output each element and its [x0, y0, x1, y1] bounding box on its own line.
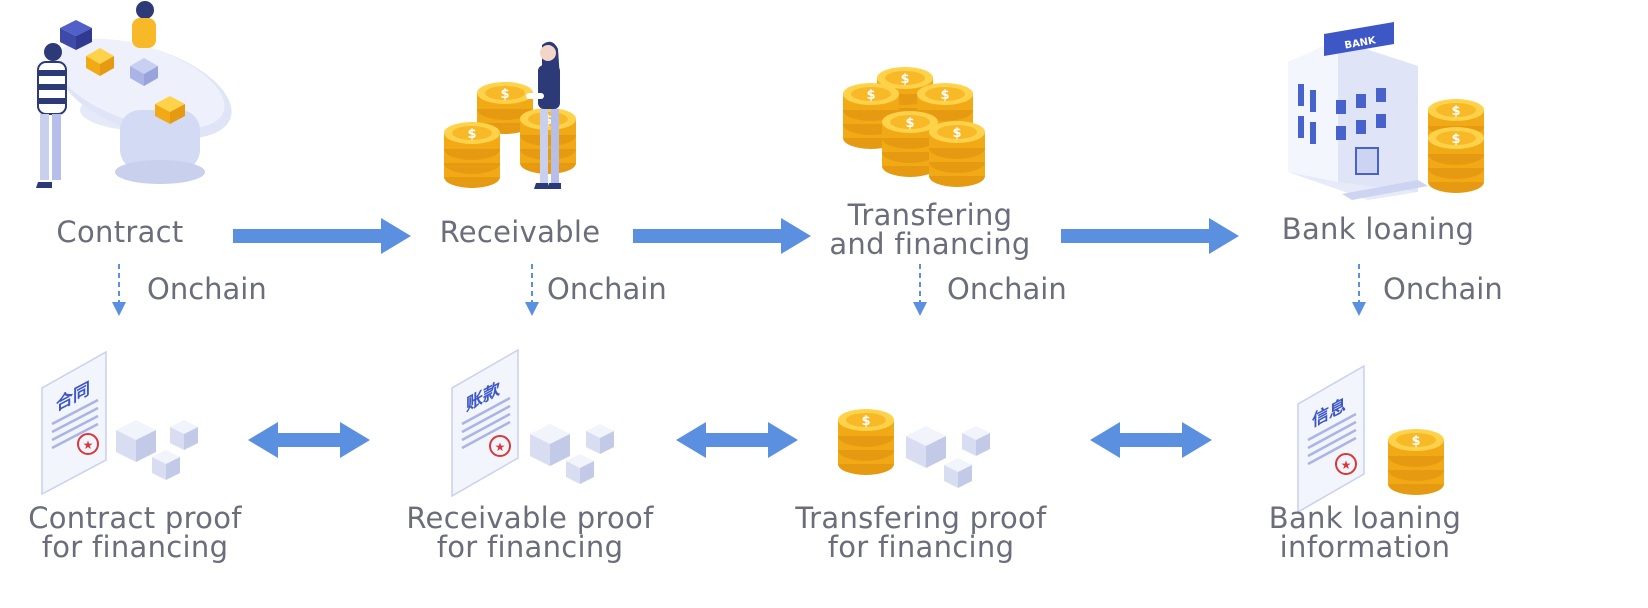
receivable-label: Receivable [439, 215, 601, 249]
contract-proof-illustration: 合同 ★ [41, 350, 198, 496]
transfering-proof-label-line1: Transfering proof [795, 501, 1047, 535]
contract-label: Contract [56, 215, 184, 249]
bank-loaning-label: Bank loaning [1281, 212, 1475, 246]
flow-arrow-2 [633, 218, 811, 254]
flow-arrow-1 [233, 218, 411, 254]
transfering-proof-label-line2: for financing [827, 530, 1015, 564]
onchain-arrow-2 [525, 264, 539, 316]
svg-text:★: ★ [495, 440, 506, 454]
receivable-illustration [444, 41, 576, 189]
flow-arrow-3 [1061, 218, 1239, 254]
transfering-proof-illustration [838, 409, 990, 488]
bank-illustration: BANK [1288, 22, 1484, 200]
onchain-label-1: Onchain [147, 272, 267, 306]
transfering-label-line2: and financing [829, 227, 1031, 261]
contract-proof-label-line1: Contract proof [28, 501, 242, 535]
receivable-proof-label-line1: Receivable proof [406, 501, 654, 535]
svg-text:★: ★ [1341, 458, 1352, 472]
receivable-proof-illustration: 账款 ★ [451, 348, 614, 498]
contract-proof-label-line2: for financing [41, 530, 229, 564]
stamp-seal [77, 433, 99, 455]
contract-illustration [36, 1, 232, 188]
onchain-arrow-1 [112, 264, 126, 316]
bank-info-illustration: 信息 ★ [1297, 364, 1444, 514]
double-arrow-3 [1090, 422, 1212, 458]
receivable-proof-label-line2: for financing [436, 530, 624, 564]
transfering-illustration [843, 67, 985, 187]
transfering-label-line1: Transfering [847, 198, 1013, 232]
double-arrow-1 [248, 422, 370, 458]
bank-info-label-line2: information [1279, 530, 1451, 564]
onchain-label-3: Onchain [947, 272, 1067, 306]
svg-text:★: ★ [83, 438, 94, 452]
bank-info-label-line1: Bank loaning [1268, 501, 1462, 535]
onchain-label-4: Onchain [1383, 272, 1503, 306]
onchain-arrow-3 [913, 264, 927, 316]
onchain-arrow-4 [1352, 264, 1366, 316]
double-arrow-2 [676, 422, 798, 458]
onchain-label-2: Onchain [547, 272, 667, 306]
